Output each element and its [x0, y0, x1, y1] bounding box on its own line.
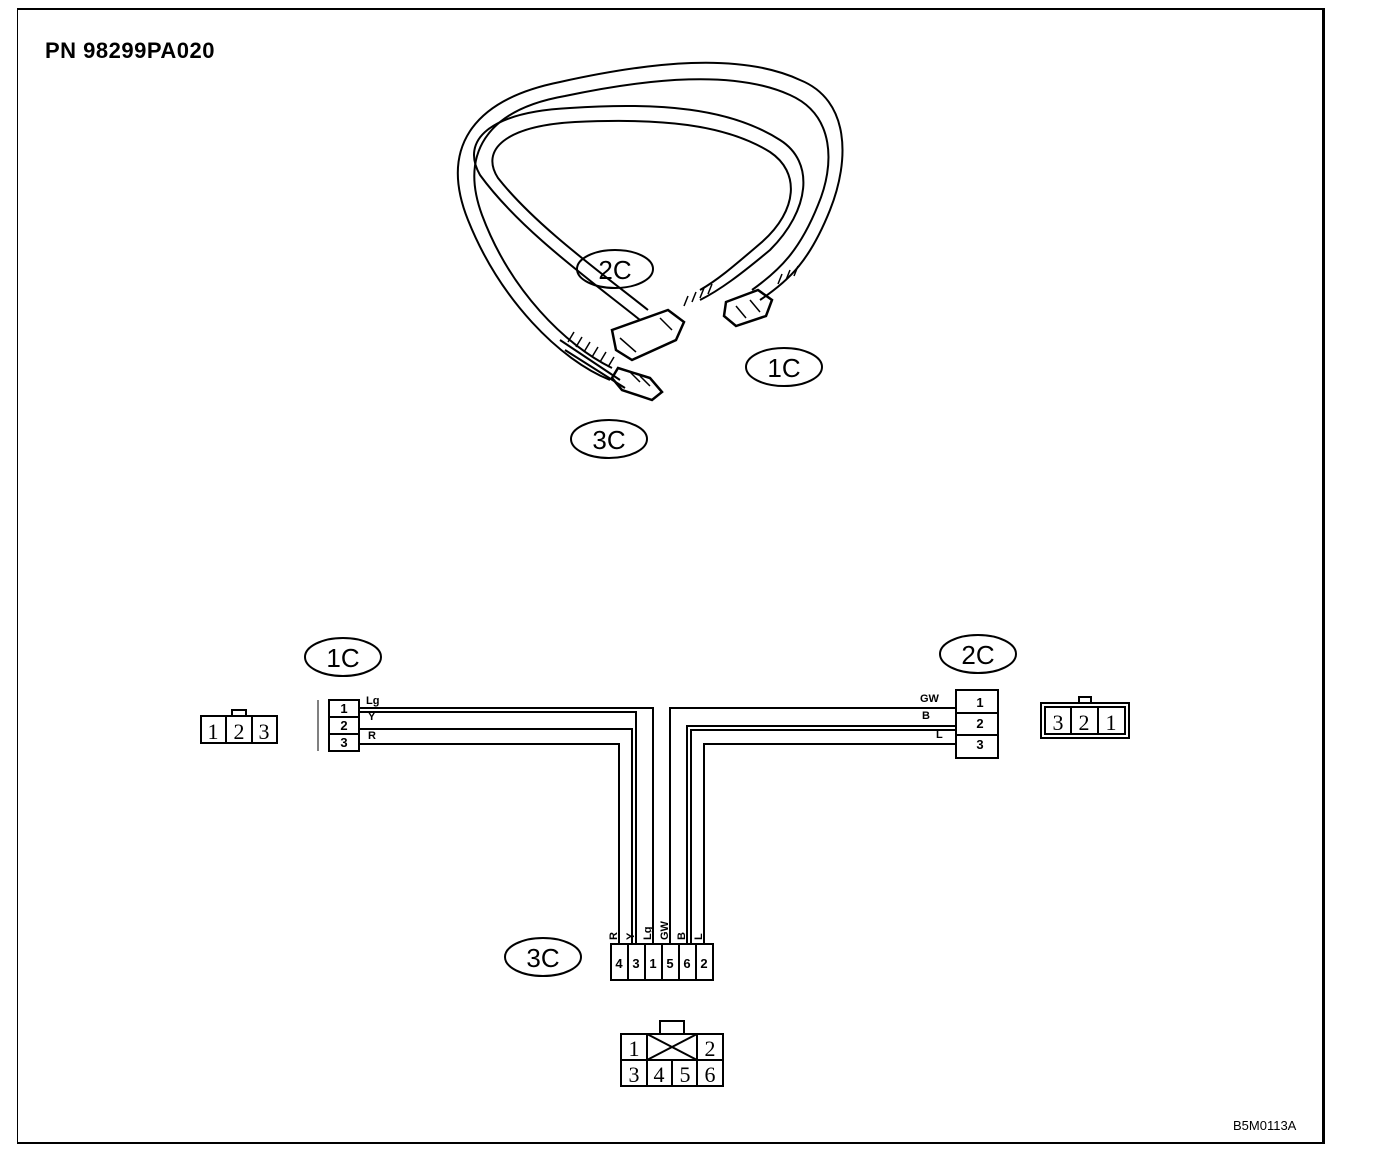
svg-text:2: 2	[234, 719, 245, 744]
tag-2c: 2C	[939, 634, 1017, 674]
svg-text:6: 6	[683, 956, 690, 971]
harness-illustration	[456, 61, 844, 402]
svg-text:3: 3	[629, 1062, 640, 1087]
connector-2c-wire-colors: GW B L	[920, 693, 943, 741]
svg-text:1: 1	[649, 956, 656, 971]
svg-text:3: 3	[1053, 710, 1064, 735]
svg-text:L: L	[693, 933, 705, 940]
part-number: PN 98299PA020	[45, 38, 215, 63]
svg-text:L: L	[936, 729, 943, 741]
svg-text:GW: GW	[659, 920, 671, 940]
top-tag-2c: 2C	[576, 249, 654, 289]
svg-text:3: 3	[976, 737, 983, 752]
svg-text:3C: 3C	[592, 425, 625, 455]
svg-text:B: B	[676, 932, 688, 940]
wires-2c-to-3c	[669, 707, 956, 944]
connector-1c-pins: 1 2 3	[317, 699, 360, 752]
svg-text:4: 4	[615, 956, 623, 971]
svg-text:2: 2	[340, 718, 347, 733]
connector-1c-face: 1 2 3	[200, 709, 278, 744]
svg-text:B: B	[922, 710, 930, 722]
svg-text:2: 2	[976, 716, 983, 731]
svg-text:Lg: Lg	[366, 695, 379, 707]
svg-text:3: 3	[340, 735, 347, 750]
svg-text:2C: 2C	[598, 255, 631, 285]
connector-1c-wire-colors: Lg Y R	[366, 695, 379, 742]
svg-text:1: 1	[629, 1036, 640, 1061]
connector-2c-pins: 1 2 3	[955, 689, 999, 759]
svg-text:5: 5	[680, 1062, 691, 1087]
connector-2c-face: 3 2 1	[1040, 696, 1130, 739]
tag-3c: 3C	[504, 937, 582, 977]
svg-text:6: 6	[705, 1062, 716, 1087]
svg-text:2C: 2C	[961, 640, 994, 670]
figure-code: B5M0113A	[1233, 1118, 1297, 1133]
svg-text:Y: Y	[368, 711, 376, 723]
svg-text:R: R	[368, 730, 376, 742]
connector-3c-face: 1 2 3 4 5 6	[620, 1020, 724, 1087]
svg-text:Lg: Lg	[642, 927, 654, 940]
svg-text:1C: 1C	[767, 353, 800, 383]
svg-text:2: 2	[705, 1036, 716, 1061]
svg-text:2: 2	[700, 956, 707, 971]
svg-text:1C: 1C	[326, 643, 359, 673]
svg-text:1: 1	[208, 719, 219, 744]
tag-1c: 1C	[304, 637, 382, 677]
connector-3c-pins: 4 3 1 5 6 2	[610, 943, 714, 981]
svg-text:GW: GW	[920, 693, 940, 705]
drawing-frame	[17, 8, 1325, 1144]
svg-text:4: 4	[654, 1062, 665, 1087]
top-tag-3c: 3C	[570, 419, 648, 459]
svg-text:3C: 3C	[526, 943, 559, 973]
svg-text:R: R	[608, 932, 620, 940]
svg-text:1: 1	[340, 701, 347, 716]
svg-text:2: 2	[1079, 710, 1090, 735]
top-tag-1c: 1C	[745, 347, 823, 387]
svg-text:1: 1	[976, 695, 983, 710]
svg-text:3: 3	[259, 719, 270, 744]
svg-text:3: 3	[632, 956, 639, 971]
wires-1c-to-3c	[359, 707, 654, 944]
svg-text:5: 5	[666, 956, 673, 971]
svg-text:1: 1	[1106, 710, 1117, 735]
